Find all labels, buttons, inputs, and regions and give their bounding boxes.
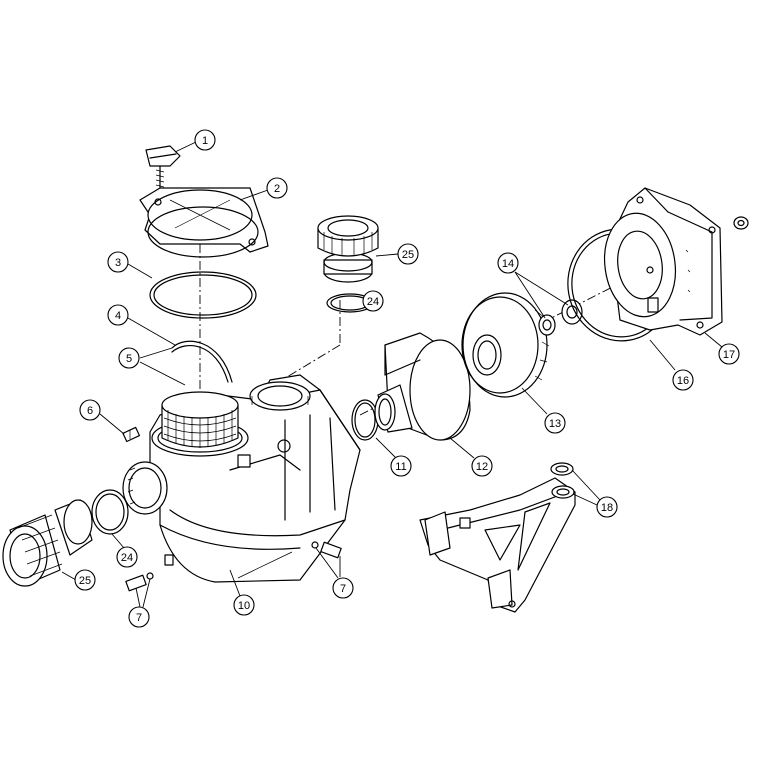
callout-18: 18 (596, 496, 618, 518)
svg-text:1: 1 (202, 135, 208, 147)
leader-lines (61, 141, 723, 608)
svg-text:6: 6 (87, 405, 93, 417)
callout-17: 17 (718, 343, 740, 365)
part-diffuser-o-ring (351, 399, 379, 441)
callout-3: 3 (107, 251, 129, 273)
part-support-foot (419, 462, 576, 613)
part-impeller (461, 292, 550, 398)
svg-text:13: 13 (549, 418, 561, 430)
part-motor-adapter (603, 187, 723, 336)
callout-24-lower: 24 (116, 546, 138, 568)
svg-text:5: 5 (126, 353, 132, 365)
callout-6: 6 (79, 399, 101, 421)
part-washer (733, 216, 749, 230)
part-drain-plug-right (311, 541, 342, 559)
part-union-lower (2, 499, 93, 587)
callout-5: 5 (118, 347, 140, 369)
callout-24-upper: 24 (362, 290, 384, 312)
callout-12: 12 (471, 455, 493, 477)
part-lid (139, 187, 269, 258)
svg-text:3: 3 (115, 257, 121, 269)
svg-text:2: 2 (274, 183, 280, 195)
callout-1: 1 (194, 129, 216, 151)
part-clip (171, 340, 233, 383)
svg-text:24: 24 (367, 296, 379, 308)
svg-text:14: 14 (502, 258, 514, 270)
callout-7-right: 7 (332, 577, 354, 599)
part-pump-housing (122, 374, 361, 583)
callout-25-lower: 25 (74, 569, 96, 591)
part-pin (122, 426, 141, 443)
part-diffuser (374, 332, 471, 441)
svg-text:17: 17 (723, 349, 735, 361)
part-lid-o-ring (149, 271, 257, 319)
callout-10: 10 (233, 594, 255, 616)
svg-text:24: 24 (121, 552, 133, 564)
callout-4: 4 (107, 304, 129, 326)
svg-text:25: 25 (79, 575, 91, 587)
svg-text:18: 18 (601, 502, 613, 514)
callout-11: 11 (390, 455, 412, 477)
callout-14: 14 (497, 252, 519, 274)
callout-13: 13 (544, 412, 566, 434)
callout-25-upper: 25 (397, 243, 419, 265)
svg-text:7: 7 (136, 612, 142, 624)
svg-text:7: 7 (340, 583, 346, 595)
part-union-upper (317, 215, 379, 283)
callout-16: 16 (672, 369, 694, 391)
svg-text:12: 12 (476, 461, 488, 473)
part-knob (145, 145, 181, 193)
svg-text:10: 10 (238, 600, 250, 612)
callout-7-left: 7 (128, 606, 150, 628)
svg-text:11: 11 (395, 461, 406, 473)
svg-text:25: 25 (402, 249, 414, 261)
callout-2: 2 (266, 177, 288, 199)
svg-text:16: 16 (677, 375, 689, 387)
svg-text:4: 4 (115, 310, 121, 322)
part-o-ring-lower (91, 489, 129, 535)
